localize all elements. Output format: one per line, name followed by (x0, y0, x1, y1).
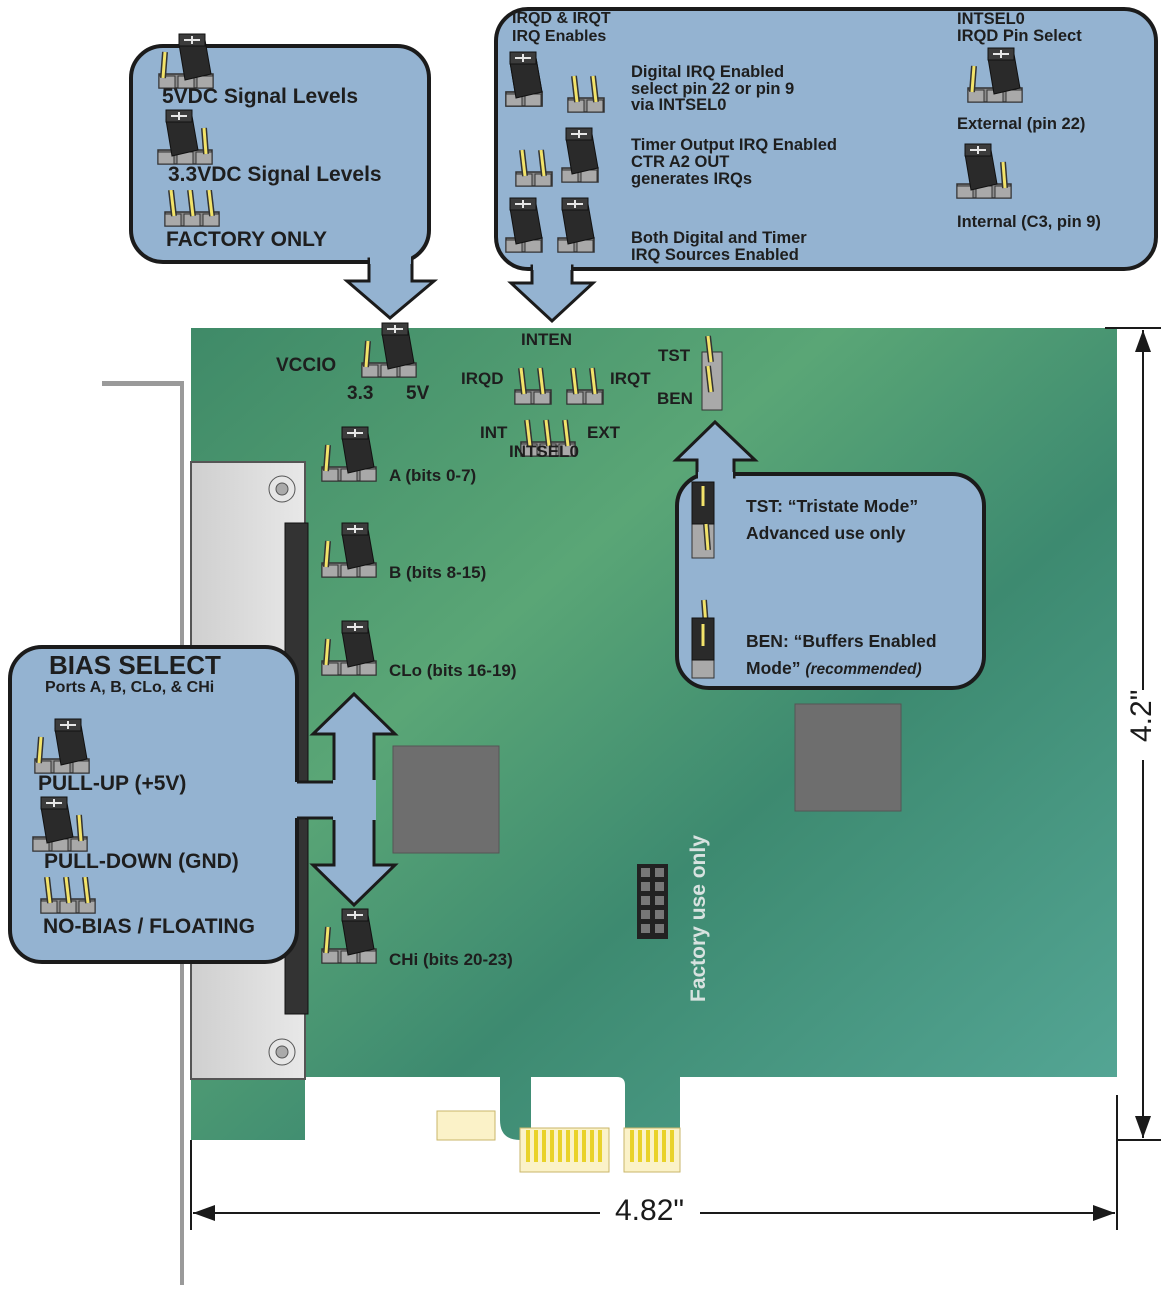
ben-line-1: BEN: “Buffers Enabled (746, 631, 937, 651)
ben-note: (recommended) (805, 661, 922, 678)
intsel0-label: INTSEL0 (509, 442, 579, 461)
vccio-3v3-label: 3.3 (347, 383, 374, 404)
irq-timer-3: generates IRQs (631, 170, 753, 188)
bias-nobias-label: NO-BIAS / FLOATING (43, 915, 255, 938)
intsel-title-1: INTSEL0 (957, 10, 1025, 28)
port-clo-label: CLo (bits 16-19) (389, 661, 517, 680)
port-chi-label: CHi (bits 20-23) (389, 950, 513, 969)
width-dimension (190, 1095, 1118, 1230)
irq-digital-1: Digital IRQ Enabled (631, 63, 785, 81)
irq-both-1: Both Digital and Timer (631, 229, 807, 247)
signal-5v-label: 5VDC Signal Levels (162, 85, 359, 108)
chip-right (794, 703, 902, 812)
tst-ben-callout (675, 472, 986, 690)
irq-timer-2: CTR A2 OUT (631, 153, 730, 171)
bias-pulldown-label: PULL-DOWN (GND) (44, 850, 239, 873)
vccio-label: VCCIO (276, 355, 337, 376)
ben-line-2: Mode” (recommended) (746, 659, 922, 678)
port-a-label: A (bits 0-7) (389, 466, 477, 485)
signal-factory-label: FACTORY ONLY (166, 228, 328, 251)
vccio-5v-label: 5V (406, 383, 430, 404)
screw-top (268, 475, 296, 503)
irq-timer-1: Timer Output IRQ Enabled (631, 136, 837, 154)
ext-label: EXT (587, 423, 621, 442)
width-dimension-label: 4.82" (615, 1194, 685, 1227)
irqd-label: IRQD (461, 369, 504, 388)
intsel-internal-label: Internal (C3, pin 9) (957, 213, 1101, 231)
ben-line-2-text: Mode” (746, 658, 801, 678)
irq-digital-3: via INTSEL0 (631, 96, 727, 114)
signal-3v3-label: 3.3VDC Signal Levels (168, 163, 382, 186)
intsel-external-label: External (pin 22) (957, 115, 1086, 133)
irq-both-2: IRQ Sources Enabled (631, 246, 799, 264)
tst-line-2: Advanced use only (746, 523, 906, 543)
edge-fingers (526, 1130, 674, 1162)
irq-title-1: IRQD & IRQT (512, 10, 611, 27)
int-label: INT (480, 423, 508, 442)
screw-bottom (268, 1038, 296, 1066)
factory-header (637, 864, 668, 939)
ben-label: BEN (657, 389, 693, 408)
height-dimension-label: 4.2" (1125, 689, 1158, 742)
inten-label: INTEN (521, 330, 572, 349)
tst-jumper-icon (691, 481, 715, 559)
intsel-title-2: IRQD Pin Select (957, 27, 1082, 45)
irqt-label: IRQT (610, 369, 651, 388)
ben-jumper-icon (691, 599, 715, 679)
irq-digital-2: select pin 22 or pin 9 (631, 80, 795, 98)
chip-left (392, 745, 500, 854)
tst-label: TST (658, 346, 691, 365)
tst-ben-jumper (701, 335, 723, 411)
bias-subtitle: Ports A, B, CLo, & CHi (45, 679, 215, 696)
port-b-label: B (bits 8-15) (389, 563, 487, 582)
tst-line-1: TST: “Tristate Mode” (746, 496, 919, 516)
irq-callout (494, 7, 1158, 271)
height-dimension (1105, 327, 1161, 1141)
bias-pullup-label: PULL-UP (+5V) (38, 772, 187, 795)
bias-title: BIAS SELECT (49, 650, 221, 680)
bias-nobias-icon (39, 877, 101, 917)
irq-title-2: IRQ Enables (512, 28, 607, 45)
